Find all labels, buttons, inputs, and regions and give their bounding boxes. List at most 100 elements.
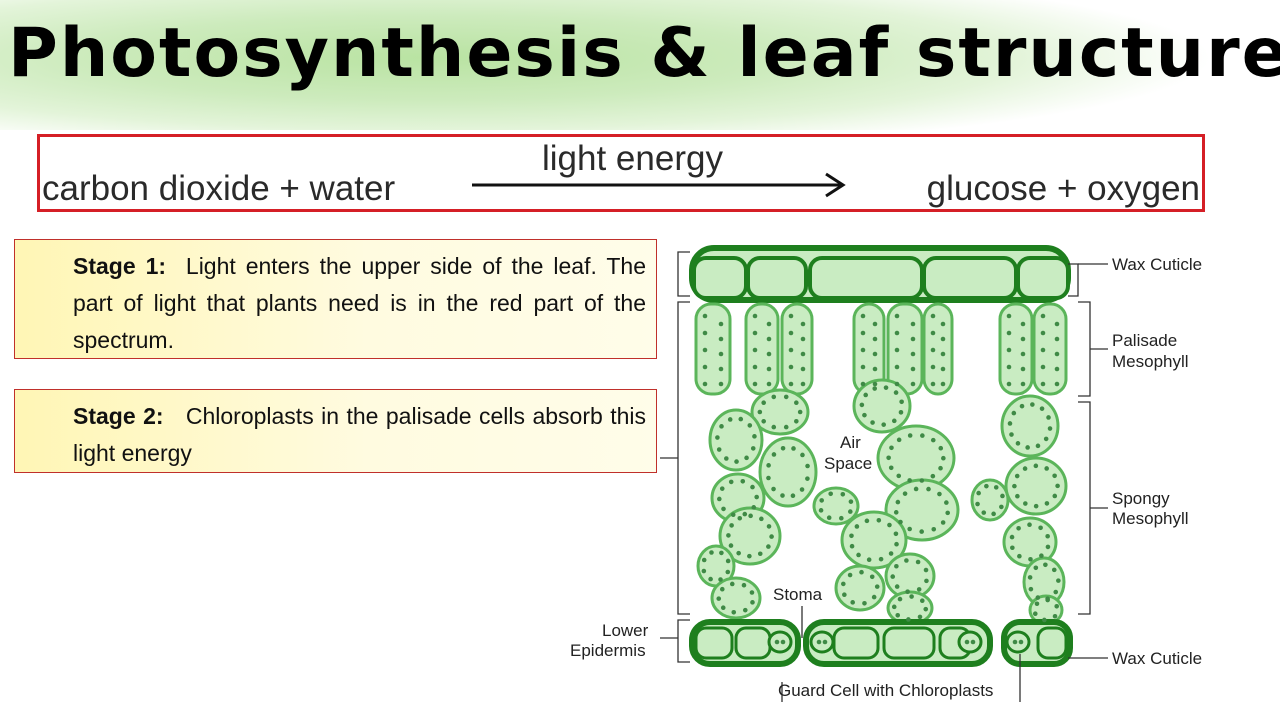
chloroplast	[805, 476, 810, 481]
chloroplast	[728, 479, 734, 485]
chloroplast	[1052, 473, 1057, 479]
chloroplast	[842, 592, 847, 597]
chloroplast	[752, 347, 758, 353]
chloroplast	[1006, 364, 1012, 370]
chloroplast	[876, 517, 882, 523]
chloroplast	[737, 515, 743, 521]
label-lower-line2: Epidermis	[570, 641, 646, 660]
lower-epidermis-cell	[694, 626, 734, 660]
chloroplast	[744, 455, 749, 461]
chloroplast	[805, 463, 810, 469]
chloroplast	[940, 351, 946, 357]
chloroplast	[774, 639, 780, 645]
chloroplast	[1054, 351, 1060, 357]
chloroplast	[719, 486, 725, 491]
chloroplast	[848, 499, 854, 504]
chloroplast	[1033, 565, 1039, 571]
chloroplast	[930, 381, 936, 387]
chloroplast	[1040, 347, 1046, 353]
chloroplast	[1009, 432, 1014, 437]
chloroplast	[826, 515, 832, 521]
spongy-cell	[758, 436, 818, 508]
chloroplast	[890, 574, 896, 579]
upper-epidermis-cell	[692, 256, 748, 300]
title-banner	[0, 0, 1280, 130]
chloroplast	[1017, 553, 1022, 559]
lower-epidermis-cell	[832, 626, 880, 660]
chloroplast	[906, 617, 911, 622]
chloroplast	[1054, 366, 1060, 372]
chloroplast	[1051, 567, 1057, 573]
chloroplast	[940, 321, 946, 327]
chloroplast	[860, 313, 866, 319]
stage-2-label: Stage 2:	[73, 403, 164, 429]
label-spongy-line1: Spongy	[1112, 489, 1170, 508]
chloroplast	[1020, 366, 1026, 372]
chloroplast	[1039, 406, 1045, 411]
chloroplast	[872, 351, 878, 357]
leaf-cells	[689, 245, 1073, 667]
chloroplast	[991, 511, 996, 517]
stage-2-box: Stage 2: Chloroplasts in the palisade ce…	[14, 389, 657, 473]
chloroplast	[1043, 436, 1049, 442]
chloroplast	[747, 423, 753, 428]
chloroplast	[938, 445, 944, 451]
chloroplast	[742, 511, 748, 517]
chloroplast	[757, 551, 763, 557]
chloroplast	[872, 321, 878, 327]
chloroplast	[718, 321, 724, 327]
chloroplast	[726, 533, 731, 538]
chloroplast	[790, 493, 796, 499]
chloroplast	[993, 485, 999, 490]
palisade-cell	[780, 302, 814, 396]
chloroplast	[887, 522, 892, 528]
chloroplast	[1006, 330, 1012, 336]
chloroplast	[783, 424, 789, 430]
upper-epidermis-cell	[808, 256, 924, 300]
guard-cell	[1005, 630, 1031, 654]
chloroplast	[1009, 534, 1015, 540]
chloroplast	[715, 435, 720, 440]
chloroplast	[1045, 533, 1050, 539]
chloroplast	[716, 596, 722, 601]
chloroplast	[766, 336, 772, 342]
chloroplast	[742, 607, 748, 613]
chloroplast	[800, 336, 806, 342]
chloroplast	[866, 557, 872, 563]
chloroplast	[728, 543, 734, 548]
word-equation-box: carbon dioxide + water light energy gluc…	[37, 134, 1205, 212]
chloroplast	[1034, 601, 1040, 607]
chloroplast	[702, 330, 708, 336]
chloroplast	[780, 445, 786, 451]
chloroplast	[999, 504, 1004, 510]
reaction-arrow-icon	[472, 172, 846, 198]
chloroplast	[899, 399, 904, 405]
chloroplast	[702, 313, 708, 319]
chloroplast	[822, 639, 828, 645]
chloroplast	[761, 400, 766, 405]
chloroplast	[766, 524, 772, 529]
chloroplast	[1044, 501, 1050, 506]
chloroplast	[981, 510, 987, 515]
chloroplast	[1054, 336, 1060, 342]
chloroplast	[1019, 403, 1025, 409]
chloroplast	[740, 478, 746, 484]
chloroplast	[850, 600, 855, 605]
chloroplast	[771, 452, 777, 457]
equation-products: glucose + oxygen	[926, 169, 1200, 208]
chloroplast	[940, 520, 946, 525]
chloroplast	[1014, 473, 1020, 479]
chloroplast	[719, 424, 724, 429]
label-stoma: Stoma	[773, 585, 823, 604]
chloroplast	[872, 336, 878, 342]
chloroplast	[702, 364, 708, 370]
chloroplast	[923, 567, 929, 573]
chloroplast	[788, 330, 794, 336]
chloroplast	[907, 478, 912, 483]
leaf-cross-section-diagram: Wax Cuticle Palisade Mesophyll Spongy Me…	[560, 236, 1280, 720]
chloroplast	[1006, 313, 1012, 319]
chloroplast	[898, 410, 904, 415]
chloroplast	[849, 543, 855, 549]
chloroplast	[931, 526, 937, 532]
chloroplast	[725, 569, 731, 575]
